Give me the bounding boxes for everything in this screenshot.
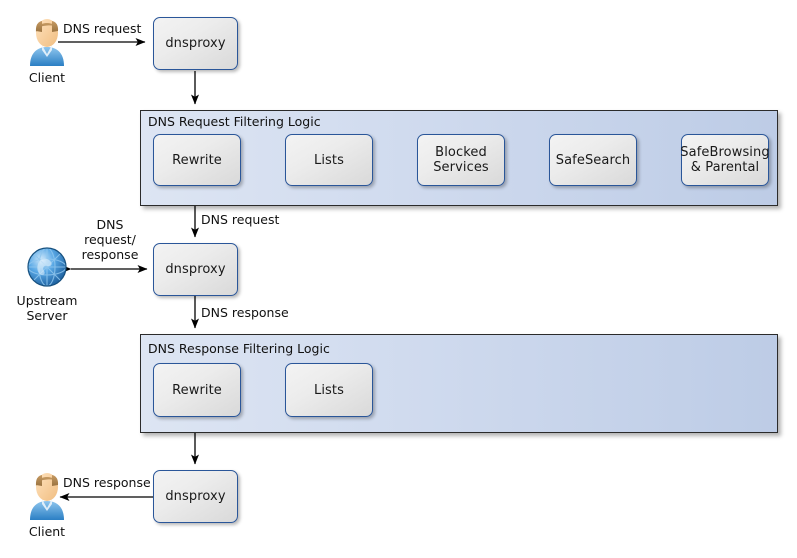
- edge-label-upstream-exchange: DNS request/ response: [75, 217, 145, 262]
- stage-blocked-services[interactable]: Blocked Services: [417, 134, 505, 186]
- user-icon: [22, 468, 72, 526]
- stage-safesearch[interactable]: SafeSearch: [549, 134, 637, 186]
- edge-label-client-to-dnsproxy: DNS request: [63, 21, 142, 36]
- dnsproxy-middle-node[interactable]: dnsproxy: [153, 243, 238, 296]
- stage-lists-response[interactable]: Lists: [285, 363, 373, 417]
- edge-label-upstream-exchange-2: request/: [84, 232, 136, 247]
- stage-blocked-services-label-1: Blocked: [435, 145, 487, 160]
- stage-safesearch-label: SafeSearch: [555, 152, 631, 168]
- dnsproxy-middle-label: dnsproxy: [165, 262, 226, 277]
- stage-lists-response-label: Lists: [314, 382, 344, 398]
- stage-safebrowsing-parental[interactable]: SafeBrowsing & Parental: [680, 134, 770, 186]
- edge-label-upstream-exchange-1: DNS: [96, 217, 124, 232]
- dnsproxy-bottom-node[interactable]: dnsproxy: [153, 470, 238, 523]
- upstream-server-caption: Upstream Server: [0, 293, 94, 323]
- upstream-server-caption-1: Upstream: [16, 293, 78, 308]
- edge-label-dnsproxy-to-client: DNS response: [63, 475, 151, 490]
- client-top-caption: Client: [28, 70, 66, 85]
- user-icon: [22, 14, 72, 72]
- dns-response-filtering-panel: [140, 334, 778, 433]
- edge-label-request-panel-to-dnsproxy: DNS request: [201, 212, 280, 227]
- stage-lists-request-label: Lists: [314, 152, 344, 168]
- edge-label-dnsproxy-to-response-panel: DNS response: [201, 305, 289, 320]
- request-panel-title: DNS Request Filtering Logic: [148, 114, 321, 129]
- stage-rewrite-request[interactable]: Rewrite: [153, 134, 241, 186]
- client-bottom-caption: Client: [28, 524, 66, 539]
- response-panel-title: DNS Response Filtering Logic: [148, 341, 330, 356]
- edge-label-upstream-exchange-3: response: [81, 247, 139, 262]
- upstream-server-caption-2: Server: [26, 308, 68, 323]
- stage-lists-request[interactable]: Lists: [285, 134, 373, 186]
- stage-safebrowsing-label-2: & Parental: [690, 160, 760, 175]
- dnsproxy-top-label: dnsproxy: [165, 36, 226, 51]
- stage-rewrite-request-label: Rewrite: [172, 152, 222, 168]
- stage-blocked-services-label-2: Services: [433, 160, 489, 175]
- stage-rewrite-response[interactable]: Rewrite: [153, 363, 241, 417]
- dnsproxy-top-node[interactable]: dnsproxy: [153, 17, 238, 70]
- globe-icon: [22, 240, 72, 292]
- dnsproxy-bottom-label: dnsproxy: [165, 489, 226, 504]
- stage-rewrite-response-label: Rewrite: [172, 382, 222, 398]
- stage-safebrowsing-label-1: SafeBrowsing: [680, 145, 770, 160]
